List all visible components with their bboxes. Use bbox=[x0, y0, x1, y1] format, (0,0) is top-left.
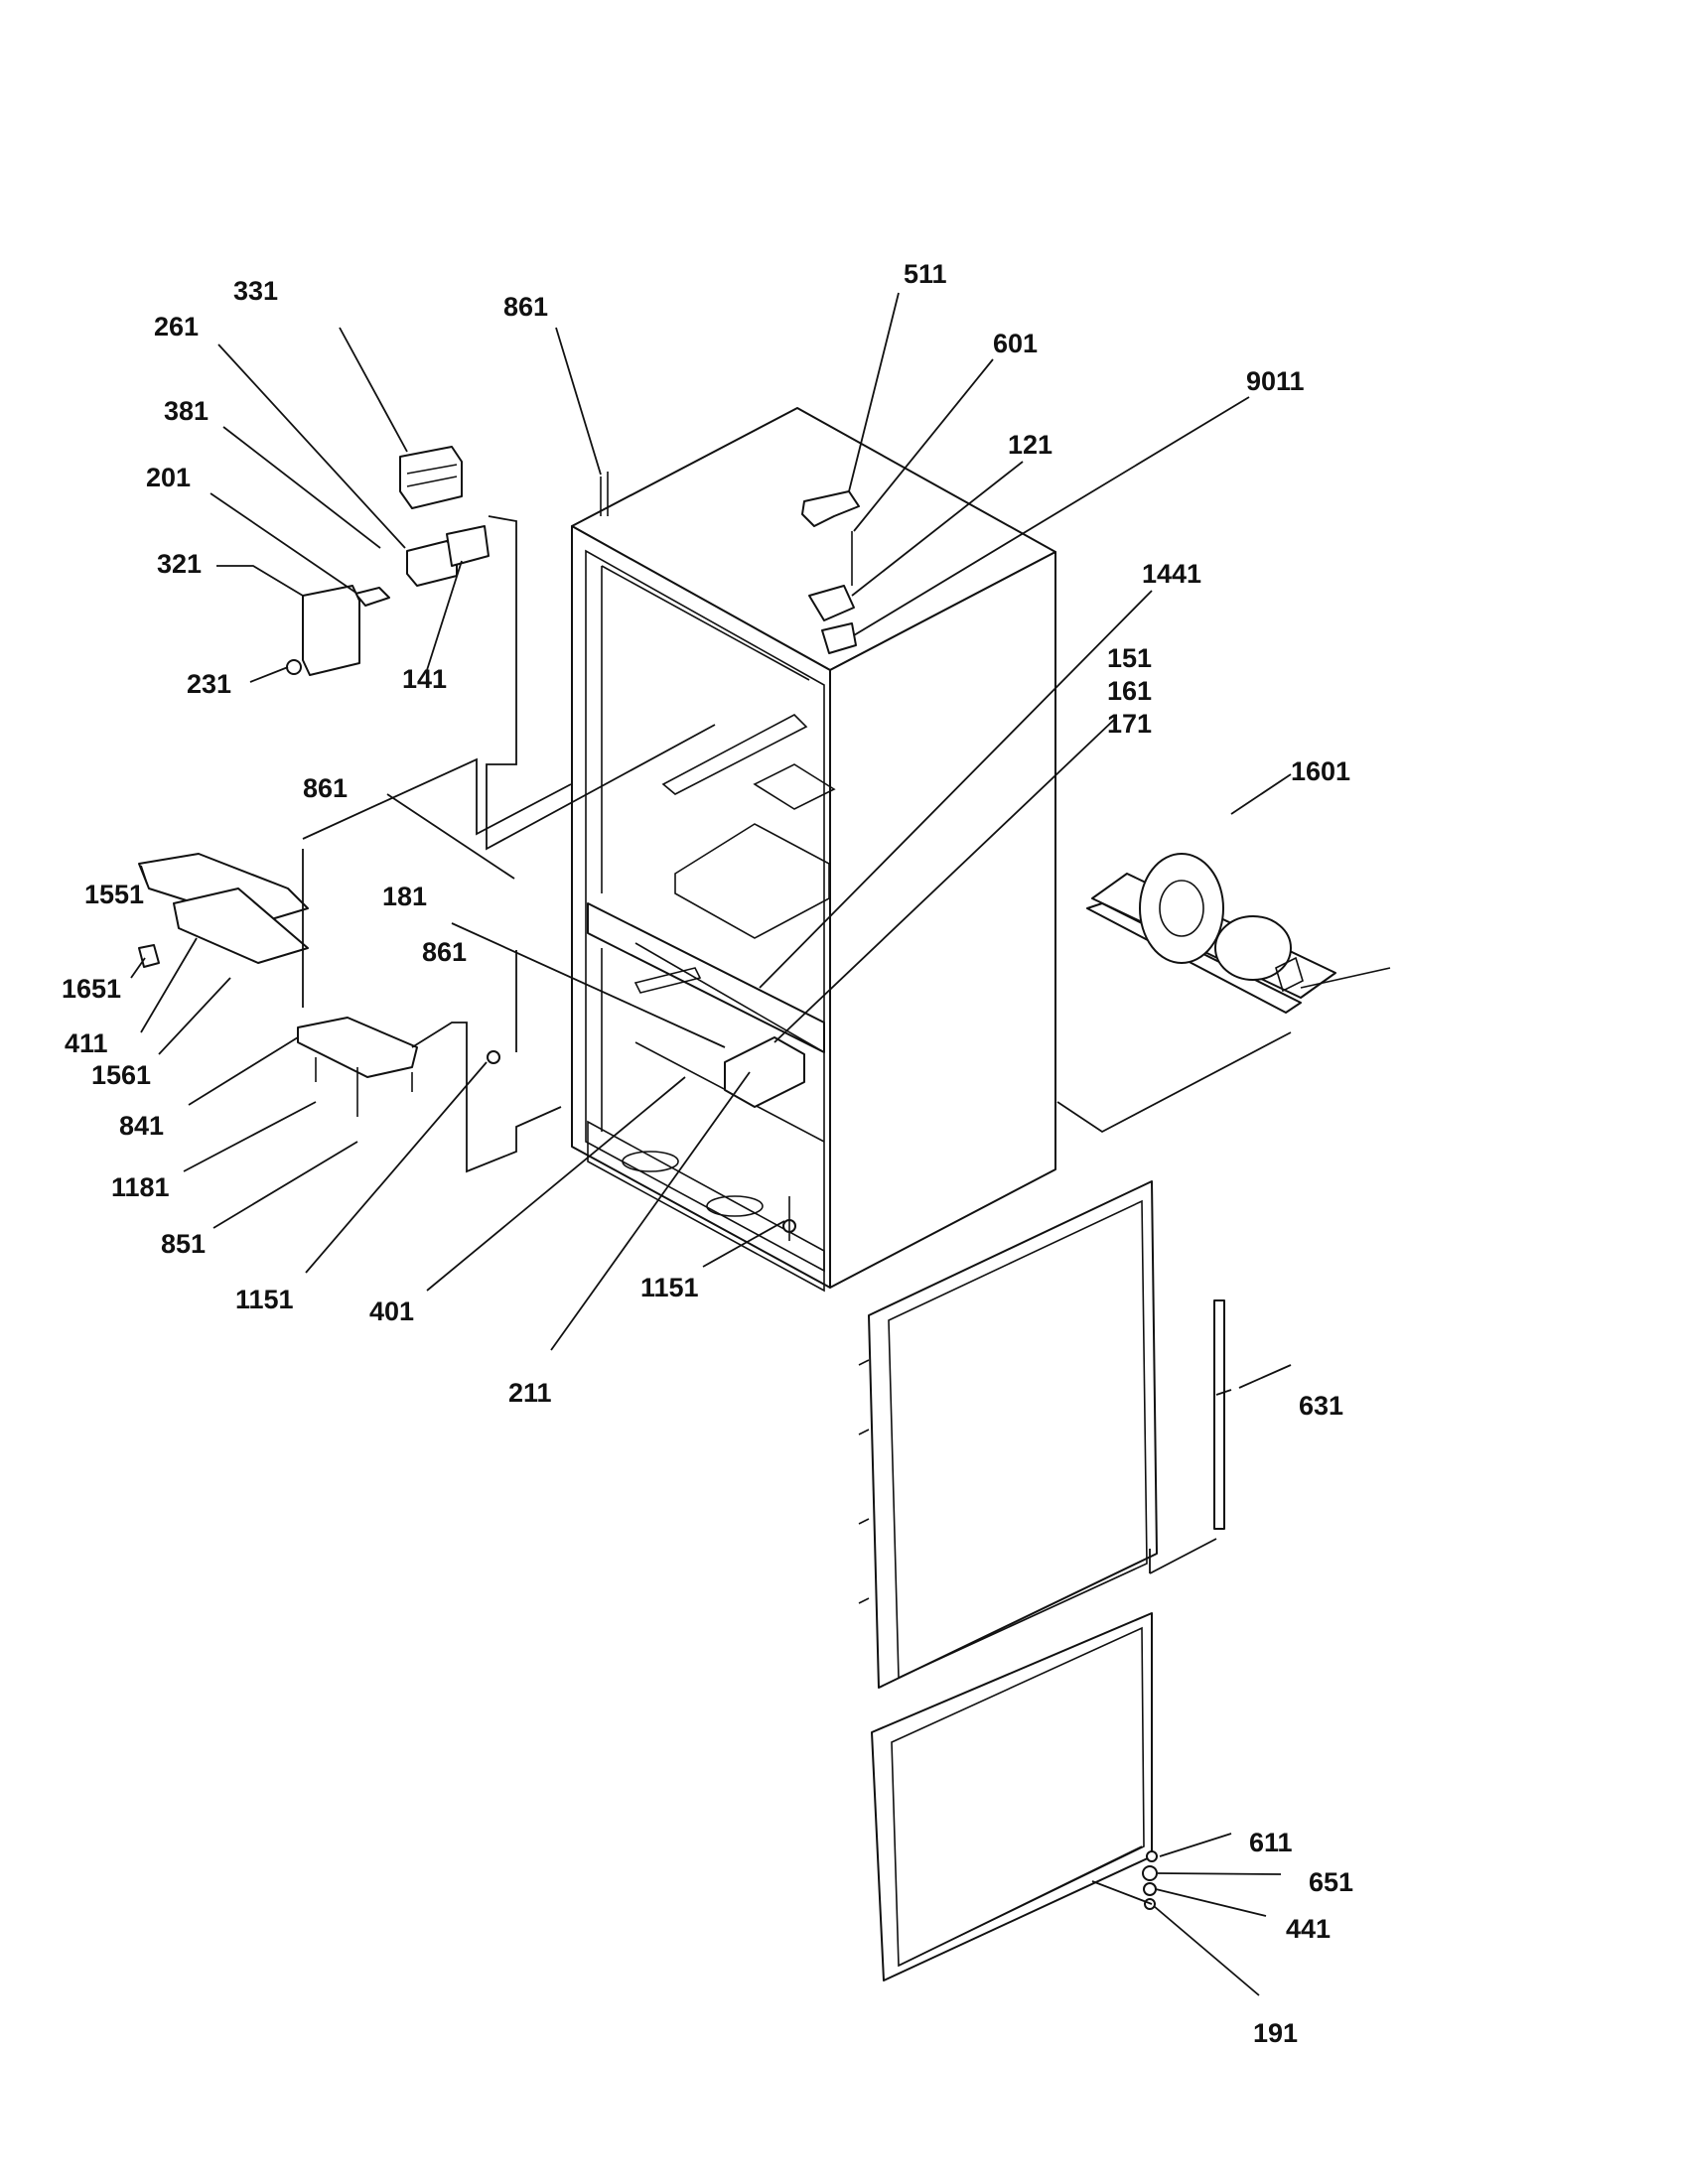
part-label-1601: 1601 bbox=[1291, 756, 1350, 786]
part-label-191: 191 bbox=[1253, 2018, 1298, 2048]
spacer-441 bbox=[1143, 1882, 1157, 1896]
part-label-231: 231 bbox=[187, 669, 231, 699]
control-cover-331 bbox=[399, 446, 463, 509]
compressor bbox=[1214, 915, 1292, 981]
part-label-861-mid: 861 bbox=[303, 773, 348, 803]
part-label-511: 511 bbox=[904, 259, 947, 289]
part-label-1151-left: 1151 bbox=[235, 1285, 294, 1314]
bracket-841 bbox=[297, 1017, 418, 1078]
cabinet-assembly bbox=[571, 407, 1056, 1293]
part-label-651: 651 bbox=[1309, 1867, 1353, 1897]
hinge-pin-611 bbox=[1146, 1850, 1158, 1862]
fitting-1151-left bbox=[487, 1050, 500, 1064]
part-label-401: 401 bbox=[369, 1297, 414, 1326]
part-label-9011: 9011 bbox=[1246, 366, 1305, 396]
part-label-611: 611 bbox=[1249, 1828, 1293, 1857]
part-label-211: 211 bbox=[508, 1378, 552, 1408]
part-label-121: 121 bbox=[1008, 430, 1052, 460]
part-label-151: 151 bbox=[1107, 643, 1152, 673]
evaporator-cover-1561 bbox=[173, 887, 309, 964]
door-handle-631 bbox=[1213, 1299, 1225, 1530]
condenser-fan-1601 bbox=[1139, 853, 1224, 964]
screw-231 bbox=[286, 659, 302, 675]
part-label-1181: 1181 bbox=[111, 1172, 170, 1202]
knob-201 bbox=[354, 587, 390, 607]
part-label-381: 381 bbox=[164, 396, 209, 426]
machine-compartment-assembly bbox=[1056, 853, 1391, 1134]
part-label-441: 441 bbox=[1286, 1914, 1331, 1944]
part-label-861-low: 861 bbox=[422, 937, 467, 967]
part-label-631: 631 bbox=[1299, 1391, 1343, 1421]
cover-1551 bbox=[138, 853, 309, 924]
part-label-181: 181 bbox=[382, 882, 427, 911]
control-box-321 bbox=[302, 585, 360, 676]
part-label-161: 161 bbox=[1107, 676, 1152, 706]
fresh-food-door bbox=[858, 1180, 1225, 1689]
leader-lines bbox=[130, 292, 1292, 1996]
part-label-1441: 1441 bbox=[1142, 559, 1201, 589]
part-label-1151-right: 1151 bbox=[640, 1273, 699, 1302]
part-label-601: 601 bbox=[993, 329, 1038, 358]
washer-651 bbox=[1142, 1865, 1158, 1881]
part-label-201: 201 bbox=[146, 463, 191, 492]
freezer-left-parts bbox=[138, 757, 796, 1241]
part-labels: 331 261 381 201 321 231 141 861 511 601 … bbox=[62, 259, 1353, 2048]
part-label-861-top: 861 bbox=[503, 292, 548, 322]
part-label-1561: 1561 bbox=[91, 1060, 151, 1090]
part-label-321: 321 bbox=[157, 549, 202, 579]
part-label-171: 171 bbox=[1107, 709, 1152, 739]
freezer-door bbox=[871, 1612, 1158, 1981]
part-label-261: 261 bbox=[154, 312, 199, 341]
part-label-851: 851 bbox=[161, 1229, 206, 1259]
part-label-141: 141 bbox=[402, 664, 447, 694]
part-label-1551: 1551 bbox=[84, 880, 144, 909]
bracket-141 bbox=[446, 525, 490, 567]
control-assembly bbox=[286, 446, 716, 851]
part-label-331: 331 bbox=[233, 276, 278, 306]
part-label-841: 841 bbox=[119, 1111, 164, 1141]
part-label-411: 411 bbox=[65, 1028, 108, 1058]
part-label-1651: 1651 bbox=[62, 974, 121, 1004]
